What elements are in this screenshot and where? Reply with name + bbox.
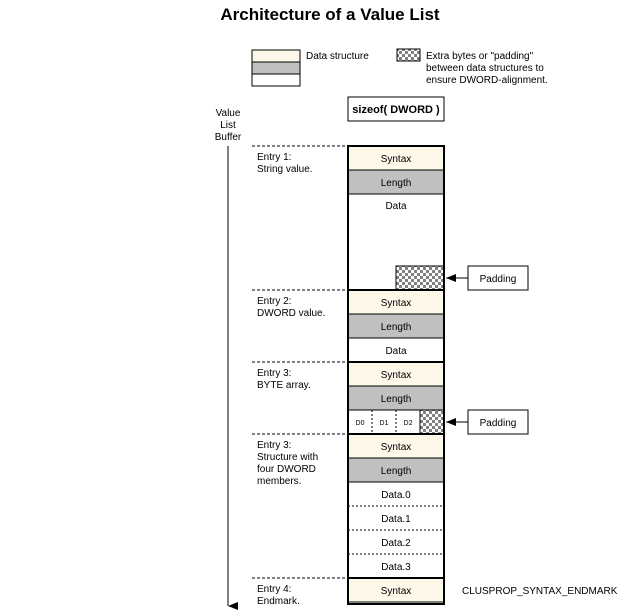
svg-text:Entry 4:: Entry 4:: [257, 584, 291, 595]
padding-label-box-1: [467, 265, 529, 291]
svg-text:Structure with: Structure with: [257, 452, 318, 463]
svg-text:Entry 3:: Entry 3:: [257, 440, 291, 451]
svg-text:DWORD value.: DWORD value.: [257, 308, 325, 319]
legend: Data structure Extra bytes or "padding" …: [251, 48, 548, 87]
legend-length-swatch: [251, 61, 301, 75]
entry-4-block: Syntax Length Data.0 Data.1 Data.2 Data.…: [347, 433, 445, 579]
sizeof-dword-label: sizeof( DWORD ): [352, 104, 440, 116]
entry-1-padding: [395, 265, 445, 291]
legend-padding-line3: ensure DWORD-alignment.: [426, 75, 548, 86]
padding-callout-2: Padding: [446, 409, 529, 435]
byte-d1: D1: [380, 420, 389, 427]
entry-2-data-cell: [347, 337, 445, 363]
svg-text:Length: Length: [381, 394, 412, 405]
entry-3-syntax-cell: [347, 361, 445, 387]
entry-1-label: Entry 1: String value.: [257, 152, 313, 175]
svg-text:String value.: String value.: [257, 164, 313, 175]
entry-5-block: Syntax: [347, 577, 445, 603]
svg-text:members.: members.: [257, 476, 301, 487]
svg-text:Entry 2:: Entry 2:: [257, 296, 291, 307]
svg-text:Padding: Padding: [480, 274, 517, 285]
sizeof-dword-box: [347, 96, 445, 122]
svg-text:Endmark.: Endmark.: [257, 596, 300, 607]
svg-text:Data: Data: [385, 346, 407, 357]
svg-text:Syntax: Syntax: [381, 586, 412, 597]
endmark-label: CLUSPROP_SYNTAX_ENDMARK: [462, 586, 618, 597]
entry-2-length-cell: [347, 313, 445, 339]
data-member-2: Data.2: [381, 538, 411, 549]
svg-text:BYTE array.: BYTE array.: [257, 380, 311, 391]
buffer-label-line2: List: [220, 120, 236, 131]
entry-outlines: [347, 145, 445, 605]
svg-text:Syntax: Syntax: [381, 442, 412, 453]
diagram-title: Architecture of a Value List: [220, 5, 440, 24]
svg-text:four DWORD: four DWORD: [257, 464, 316, 475]
svg-text:Length: Length: [381, 178, 412, 189]
entry-5-syntax-cell: [347, 577, 445, 603]
legend-padding-line1: Extra bytes or "padding": [426, 51, 534, 62]
buffer-label-line1: Value: [216, 108, 241, 119]
byte-d2: D2: [404, 420, 413, 427]
entry-4-label: Entry 3: Structure with four DWORD membe…: [257, 440, 318, 487]
legend-syntax-swatch: [251, 49, 301, 63]
legend-padding-line2: between data structures to: [426, 63, 544, 74]
svg-text:Data: Data: [385, 201, 407, 212]
svg-text:Length: Length: [381, 322, 412, 333]
entry-3-block: Syntax Length D0 D1 D2: [347, 361, 445, 435]
entry-3-label: Entry 3: BYTE array.: [257, 368, 311, 391]
legend-padding-swatch: [396, 48, 421, 62]
entry-2-block: Syntax Length Data: [347, 289, 445, 363]
entry-separators: [252, 145, 348, 579]
entry-2-syntax-cell: [347, 289, 445, 315]
legend-data-structure-label: Data structure: [306, 51, 369, 62]
padding-label-box-2: [467, 409, 529, 435]
data-member-1: Data.1: [381, 514, 411, 525]
buffer-label-line3: Buffer: [215, 132, 242, 143]
entry-3-padding: [419, 409, 445, 435]
data-member-3: Data.3: [381, 562, 411, 573]
svg-text:Syntax: Syntax: [381, 154, 412, 165]
svg-text:Syntax: Syntax: [381, 370, 412, 381]
entry-5-label: Entry 4: Endmark.: [257, 584, 300, 607]
svg-text:Entry 3:: Entry 3:: [257, 368, 291, 379]
svg-text:Syntax: Syntax: [381, 298, 412, 309]
svg-text:Entry 1:: Entry 1:: [257, 152, 291, 163]
svg-text:Length: Length: [381, 466, 412, 477]
entry-1-block: Syntax Length Data: [347, 145, 445, 291]
padding-callout-1: Padding: [446, 265, 529, 291]
data-member-0: Data.0: [381, 490, 411, 501]
svg-text:Padding: Padding: [480, 418, 517, 429]
entry-2-label: Entry 2: DWORD value.: [257, 296, 325, 319]
legend-data-swatch: [251, 73, 301, 87]
byte-d0: D0: [356, 420, 365, 427]
